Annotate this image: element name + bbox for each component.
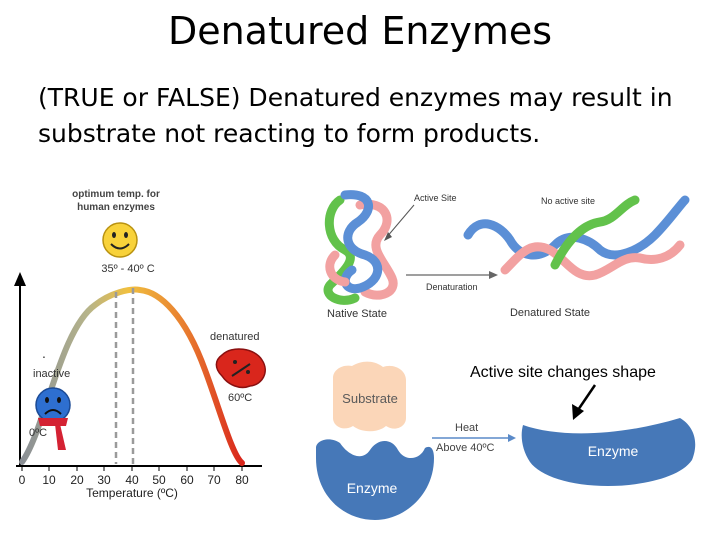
heat-condition-label: Above 40ºC bbox=[436, 442, 494, 454]
x-tick-label: 30 bbox=[97, 473, 111, 487]
cold-temp-label: 0ºC bbox=[29, 427, 47, 439]
enzyme-shape bbox=[316, 439, 434, 520]
x-tick-label: 40 bbox=[125, 473, 139, 487]
denatured-protein-icon bbox=[463, 195, 690, 281]
dot-mark: . bbox=[42, 345, 46, 361]
shape-change-caption: Active site changes shape bbox=[470, 364, 656, 381]
denatured-state-label: Denatured State bbox=[510, 307, 590, 319]
denatured-label: denatured bbox=[210, 331, 260, 343]
x-tick-label: 20 bbox=[70, 473, 84, 487]
heat-arrowhead bbox=[508, 434, 516, 442]
optimum-label-line1: optimum temp. for bbox=[72, 189, 160, 200]
denatured-blob-icon bbox=[215, 348, 266, 389]
active-site-pointer bbox=[385, 204, 415, 239]
denatured-enzyme-shape bbox=[521, 418, 696, 486]
cold-sad-face-icon bbox=[35, 387, 71, 450]
substrate-label: Substrate bbox=[342, 391, 398, 406]
x-axis-label: Temperature (ºC) bbox=[86, 486, 178, 500]
slide-title: Denatured Enzymes bbox=[167, 9, 553, 53]
enzyme-label: Enzyme bbox=[347, 480, 398, 496]
happy-face-icon bbox=[102, 222, 138, 258]
x-tick-label: 0 bbox=[19, 473, 26, 487]
heat-label: Heat bbox=[455, 422, 478, 434]
x-tick-label: 70 bbox=[207, 473, 221, 487]
optimum-label-line2: human enzymes bbox=[77, 202, 155, 213]
denatured-enzyme-label: Enzyme bbox=[588, 443, 639, 459]
native-state-label: Native State bbox=[327, 308, 387, 320]
substrate-shape bbox=[333, 361, 406, 432]
x-tick-label: 80 bbox=[235, 473, 249, 487]
hot-temp-label: 60ºC bbox=[228, 392, 252, 404]
x-tick-label: 60 bbox=[180, 473, 194, 487]
no-active-site-label: No active site bbox=[541, 196, 595, 206]
active-site-arrowhead bbox=[384, 232, 392, 241]
shape-change-arrowhead bbox=[572, 404, 584, 420]
active-site-label: Active Site bbox=[414, 193, 457, 203]
inactive-label: inactive bbox=[33, 368, 70, 380]
shape-change-arrow bbox=[576, 384, 597, 411]
x-tick-label: 50 bbox=[152, 473, 166, 487]
question-text: (TRUE or FALSE) Denatured enzymes may re… bbox=[38, 83, 673, 148]
x-tick-label: 10 bbox=[42, 473, 56, 487]
x-tick-marks bbox=[21, 466, 243, 471]
activity-curve bbox=[19, 286, 245, 466]
optimum-range-label: 35º - 40º C bbox=[101, 263, 154, 275]
y-axis-arrow bbox=[14, 272, 26, 286]
denaturation-label: Denaturation bbox=[426, 282, 478, 292]
denaturation-arrowhead bbox=[489, 271, 498, 279]
native-protein-icon bbox=[323, 190, 398, 305]
